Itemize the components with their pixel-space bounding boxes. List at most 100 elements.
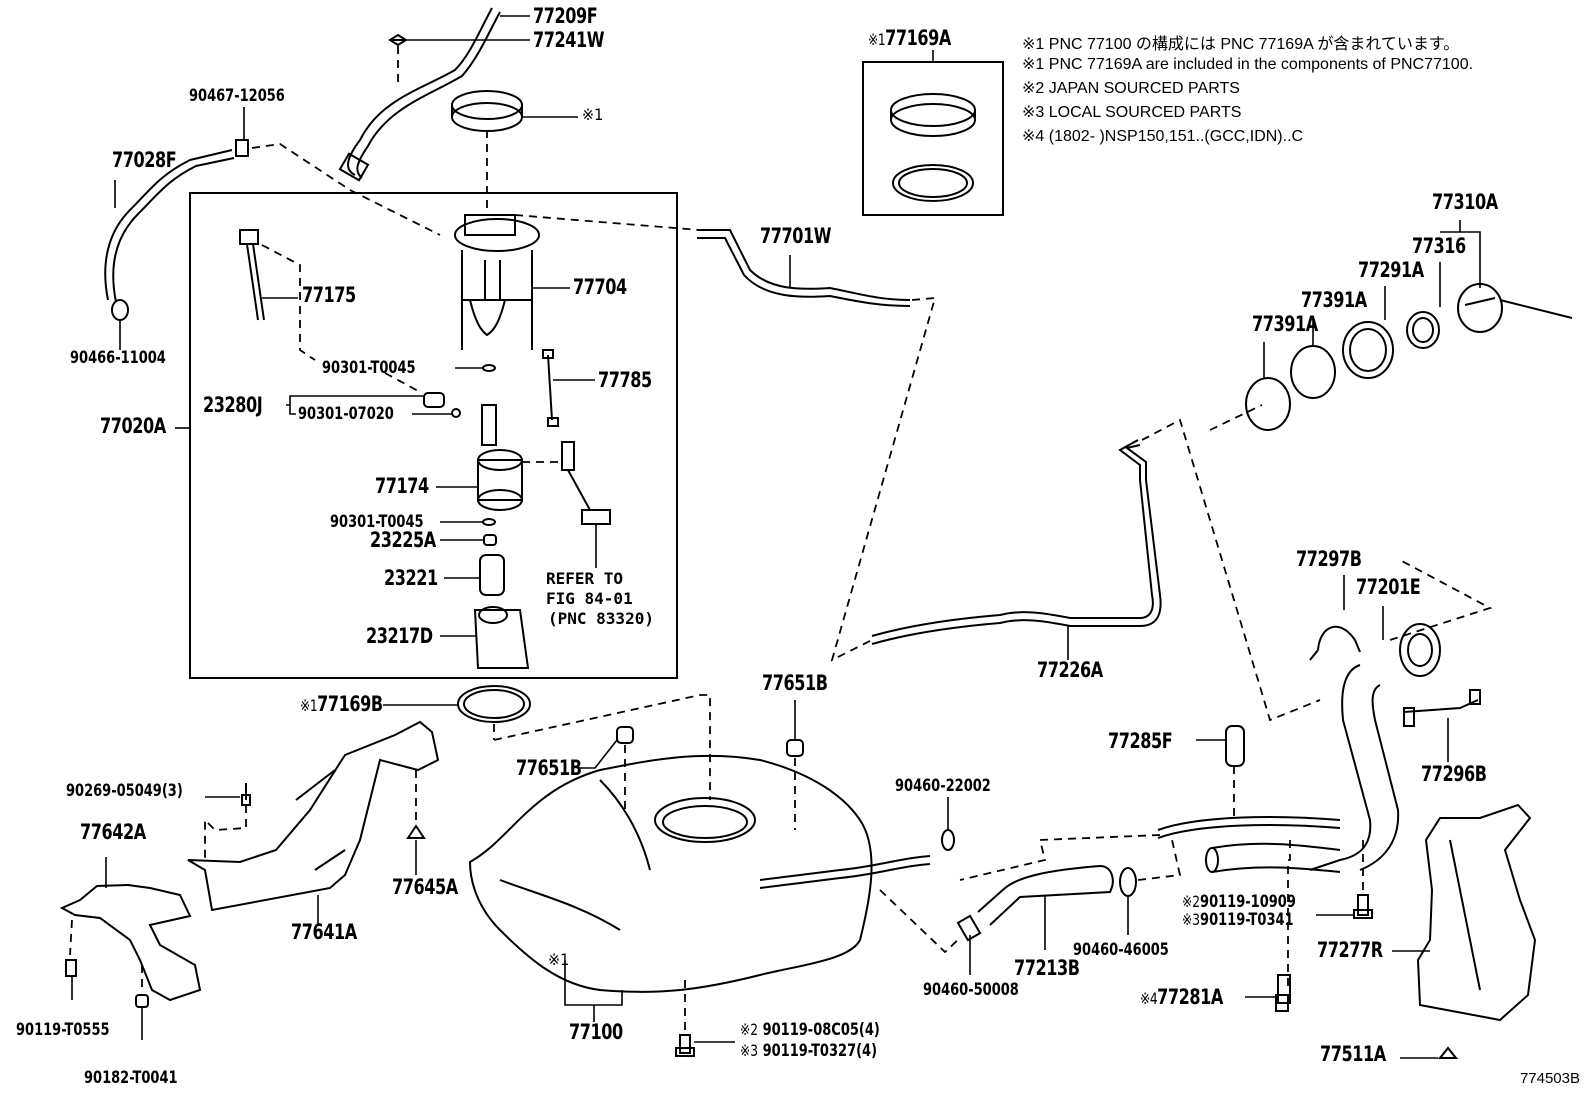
part-label-90301-07020[interactable]: 90301-07020 [298,404,394,424]
dash-50008 [879,889,961,954]
dash-46005 [1137,839,1182,881]
part-label-77701W[interactable]: 77701W [760,224,832,248]
clip-77511A-icon [1437,1046,1459,1059]
sender-arm-icon [561,441,611,525]
part-label-90467-12056[interactable]: 90467-12056 [189,86,285,106]
hose-77213B-icon [977,864,1114,926]
part-label-77174[interactable]: 77174 [375,474,429,498]
part-label-77391A-a[interactable]: 77391A [1252,312,1318,336]
strainer-23217D-icon [473,606,530,669]
part-label-77391A-b[interactable]: 77391A [1301,288,1367,312]
part-label-90301-T0045-lower[interactable]: 90301-T0045 [330,512,424,532]
part-label-90466-11004[interactable]: 90466-11004 [70,348,166,368]
part-number: 90119-08C05(4) [762,1020,880,1040]
note-1-ja: ※1 PNC 77100 の構成には PNC 77169A が含まれています。 [1022,30,1459,54]
part-label-90460-50008[interactable]: 90460-50008 [923,980,1019,1000]
bolt-90119-T0555-icon [65,959,77,977]
dash-return [514,214,701,231]
part-label-77641A[interactable]: 77641A [291,920,357,944]
cap-gasket-77316-icon [1406,311,1440,349]
dash-filler-top [1389,559,1493,641]
dash-77226A [1141,418,1321,722]
part-label-bolt-filler-japan[interactable]: ※290119-10909 [1182,894,1296,911]
part-label-90119-T0555[interactable]: 90119-T0555 [16,1020,110,1040]
part-label-77310A[interactable]: 77310A [1432,190,1498,214]
part-label-bolt-tank-local[interactable]: ※3 90119-T0327(4) [740,1043,877,1060]
fuel-pump-77174-icon [477,404,523,511]
part-label-77028F[interactable]: 77028F [112,148,177,172]
part-label-77226A[interactable]: 77226A [1037,658,1103,682]
note-text: (1802- )NSP150,151..(GCC,IDN)..C [1048,128,1304,145]
part-label-77175[interactable]: 77175 [302,283,356,307]
part-label-77209F[interactable]: 77209F [533,4,598,28]
gasket-77391A-a-icon [1245,377,1291,431]
part-label-77291A[interactable]: 77291A [1358,258,1424,282]
refer-line-2[interactable]: FIG 84-01 [546,589,633,608]
dash-regulator [384,372,421,393]
part-label-77785[interactable]: 77785 [598,368,652,392]
clip-77645A-icon [406,824,426,839]
part-label-90269-05049[interactable]: 90269-05049(3) [66,781,183,801]
dash-77281A [1287,840,1291,990]
part-label-77645A[interactable]: 77645A [392,875,458,899]
part-label-77297B[interactable]: 77297B [1296,547,1362,571]
refer-line-3[interactable]: (PNC 83320) [548,609,654,628]
clamp-77297B-icon [1309,625,1361,661]
breather-tube-icon [1157,816,1341,839]
grommet-77651B-left-icon [616,726,634,744]
grommet-77651B-top-icon [786,739,804,757]
dash-90119-T0555 [69,919,73,956]
part-label-77704[interactable]: 77704 [573,275,627,299]
part-label-77241W[interactable]: 77241W [533,28,605,52]
part-label-90460-46005[interactable]: 90460-46005 [1073,940,1169,960]
note-mark: ※3 [1022,104,1045,121]
part-label-23225A[interactable]: 23225A [370,528,436,552]
bracket-77296B-icon [1403,689,1481,727]
part-label-77169B[interactable]: ※177169B [300,694,383,715]
part-label-23221[interactable]: 23221 [384,566,438,590]
part-label-77296B[interactable]: 77296B [1421,762,1487,786]
part-label-77201E[interactable]: 77201E [1356,575,1421,599]
note-4: ※4 (1802- )NSP150,151..(GCC,IDN)..C [1022,126,1303,146]
hose-connector-icon [1205,842,1341,873]
note-mark: ※1 [1022,56,1045,73]
dash-77701W [830,296,937,662]
part-label-90301-T0045-upper[interactable]: 90301-T0045 [322,358,416,378]
part-label-77511A[interactable]: 77511A [1320,1042,1386,1066]
refer-line-1[interactable]: REFER TO [546,569,624,588]
part-label-77213B[interactable]: 77213B [1014,956,1080,980]
part-label-77642A[interactable]: 77642A [80,820,146,844]
part-label-77100[interactable]: 77100 [569,1020,623,1044]
protector-77641A-icon [187,720,440,912]
inset-part-number: 77169A [885,26,951,50]
dash-77175 [261,244,316,361]
part-label-77651B-top[interactable]: 77651B [762,671,828,695]
protector-77277R-icon [1416,803,1537,1022]
tube-77701W-icon [697,229,911,307]
part-label-bolt-filler-local[interactable]: ※390119-T0341 [1182,912,1294,929]
part-label-90182-T0041[interactable]: 90182-T0041 [84,1068,178,1088]
inset-lock-ring-icon [890,93,976,137]
part-label-bolt-tank-japan[interactable]: ※2 90119-08C05(4) [740,1022,880,1039]
clamp-90466-11004-icon [111,299,129,321]
sender-gauge-77175-icon [239,229,265,321]
part-number: 90119-10909 [1200,892,1296,912]
part-label-77316[interactable]: 77316 [1412,234,1466,258]
part-label-77277R[interactable]: 77277R [1317,938,1383,962]
ring-note-mark: ※1 [582,105,604,124]
tube-77226A-icon [871,439,1162,645]
note-text: PNC 77169A are included in the component… [1048,56,1474,73]
part-label-77651B-left[interactable]: 77651B [516,756,582,780]
part-number: 90119-T0341 [1200,910,1294,930]
part-label-77285F[interactable]: 77285F [1108,729,1173,753]
part-label-23280J[interactable]: 23280J [203,393,263,417]
part-label-90460-22002[interactable]: 90460-22002 [895,776,991,796]
part-label-77281A[interactable]: ※477281A [1140,987,1223,1008]
part-label-77020A[interactable]: 77020A [100,414,166,438]
o-ring-90301-T0045b-icon [482,518,496,526]
bolt-tank-icon [675,1034,695,1057]
inset-label[interactable]: ※177169A [868,28,951,49]
leader-77651B-left [578,739,618,769]
part-label-23217D[interactable]: 23217D [366,624,433,648]
